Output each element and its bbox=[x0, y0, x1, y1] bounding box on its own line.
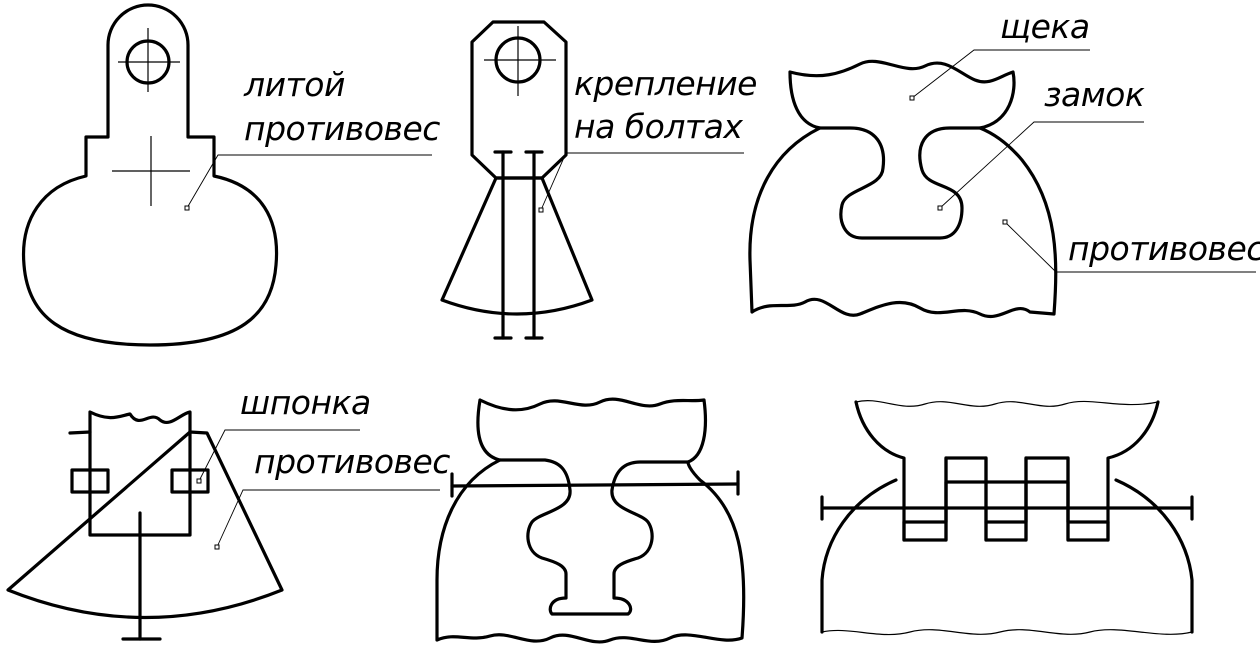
label-lock: замок bbox=[1044, 75, 1145, 114]
comb-teeth-lower bbox=[902, 456, 1110, 542]
bolted-arm-outline bbox=[470, 20, 568, 180]
upper-part-outline bbox=[854, 400, 1160, 542]
cast-counterweight-outline bbox=[21, 3, 279, 347]
counterweight-body-outline bbox=[748, 126, 1058, 318]
figure-cast-counterweight: литой противовес bbox=[21, 3, 441, 347]
inner-lock-outline bbox=[526, 488, 654, 616]
lower-break-line bbox=[821, 629, 1193, 636]
figure-bolted-counterweight: крепление на болтах bbox=[440, 20, 757, 340]
bolt-right bbox=[524, 150, 544, 340]
leader-bolted bbox=[538, 152, 744, 213]
leader-counterweight-3 bbox=[1002, 219, 1256, 273]
upper-break-line bbox=[855, 400, 1159, 407]
label-counterweight-1: противовес bbox=[244, 109, 440, 148]
top-cheek-outline bbox=[476, 397, 708, 492]
figure-lock-with-rod bbox=[435, 397, 746, 644]
figure-key-counterweight: шпонка противовес bbox=[6, 383, 451, 641]
label-on-bolts: на болтах bbox=[574, 107, 743, 146]
lock-joint-outline bbox=[788, 59, 1016, 240]
figure-lock-counterweight: щека замок противовес bbox=[748, 7, 1260, 318]
key-sector-outline bbox=[6, 430, 284, 620]
label-cast: литой bbox=[243, 65, 345, 104]
label-counterweight-3: противовес bbox=[1068, 229, 1260, 268]
lower-part-outline bbox=[820, 478, 1194, 634]
label-counterweight-4: противовес bbox=[254, 442, 450, 481]
key-arm-outline bbox=[88, 410, 192, 537]
rod bbox=[450, 482, 740, 488]
key-left bbox=[70, 468, 110, 494]
label-key: шпонка bbox=[240, 383, 371, 422]
leader-key bbox=[196, 429, 360, 484]
leader-lock bbox=[937, 121, 1144, 211]
leader-counterweight-4 bbox=[214, 489, 440, 550]
figure-comb-joint bbox=[820, 400, 1194, 636]
label-attachment: крепление bbox=[574, 64, 757, 103]
label-cheek: щека bbox=[1000, 7, 1090, 46]
leader-cast-counterweight bbox=[184, 154, 432, 211]
lower-body-outline bbox=[435, 458, 746, 644]
sector-weight-outline bbox=[440, 176, 594, 316]
leader-cheek bbox=[909, 49, 1090, 101]
key-right bbox=[170, 468, 210, 494]
bolt-left bbox=[493, 150, 513, 340]
